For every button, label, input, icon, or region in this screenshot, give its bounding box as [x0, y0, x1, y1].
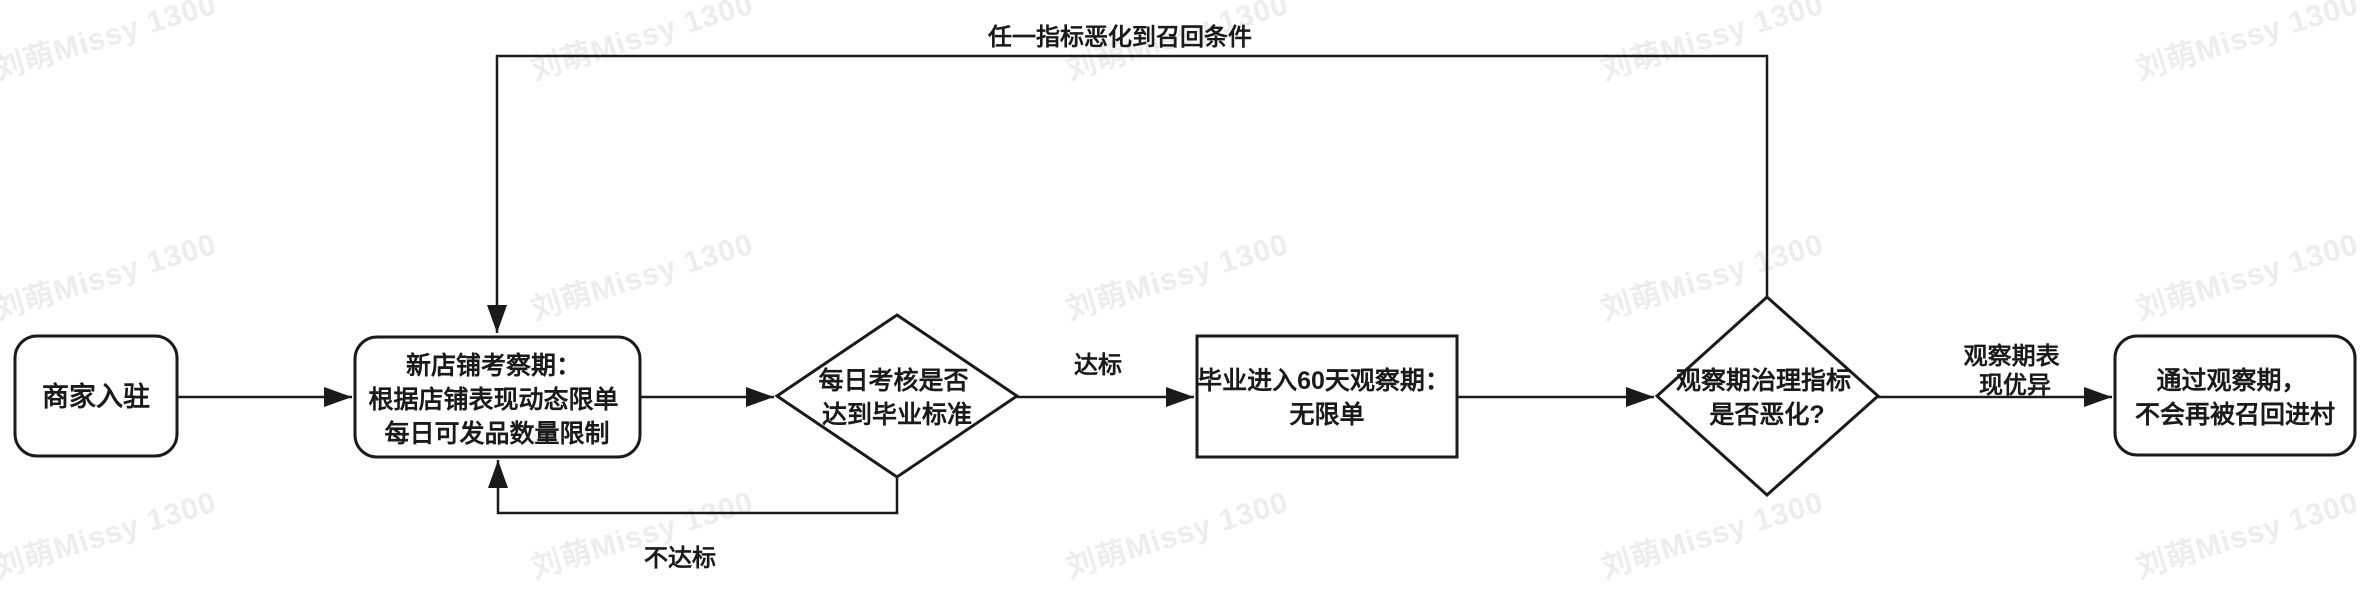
- node-merchant-onboarding: 商家入驻: [13, 334, 179, 458]
- watermark-text: 刘萌Missy 1300: [1062, 228, 1292, 327]
- node-new-shop-probation-shape: [353, 335, 642, 459]
- watermark-text: 刘萌Missy 1300: [0, 228, 220, 327]
- node-merchant-onboarding-shape: [13, 334, 179, 458]
- node-label-line: 每日考核是否: [819, 366, 969, 395]
- node-graduation-observation-label: 毕业进入60天观察期： 无限单: [1197, 367, 1457, 429]
- node-new-shop-probation-label: 新店铺考察期： 根据店铺表现动态限单 每日可发品数量限制: [369, 351, 626, 448]
- edge-label-observation-excellent: 观察期表 现优异: [1964, 342, 2067, 399]
- edge-label-any-metric-deteriorates: 任一指标恶化到召回条件: [987, 23, 1252, 51]
- node-label-line: 观察期治理指标: [1676, 366, 1851, 395]
- watermark-text: 刘萌Missy 1300: [527, 228, 757, 327]
- watermark-text: 刘萌Missy 1300: [1597, 0, 1827, 87]
- node-daily-assessment-label: 每日考核是否 达到毕业标准: [819, 366, 976, 429]
- watermark-text: 刘萌Missy 1300: [2132, 486, 2362, 585]
- node-label-line: 是否恶化?: [1709, 401, 1824, 429]
- node-label-line: 无限单: [1289, 401, 1364, 429]
- node-graduation-observation: 毕业进入60天观察期： 无限单: [1195, 334, 1459, 459]
- watermark-text: 刘萌Missy 1300: [1062, 486, 1292, 585]
- node-pass-observation: 通过观察期， 不会再被召回进村: [2113, 334, 2357, 457]
- node-label-line: 商家入驻: [42, 381, 150, 412]
- node-pass-observation-shape: [2113, 334, 2357, 457]
- watermark-text: 刘萌Missy 1300: [2132, 0, 2362, 87]
- edge-label-meets-standard: 达标: [1074, 352, 1122, 379]
- node-label-line: 达到毕业标准: [822, 401, 972, 429]
- watermark-text: 刘萌Missy 1300: [0, 0, 220, 87]
- node-label-line: 新店铺考察期：: [406, 351, 581, 380]
- edge-line: [487, 54, 1769, 333]
- edge-assessment-to-graduation: 达标: [1017, 352, 1194, 407]
- node-merchant-onboarding-label: 商家入驻: [42, 381, 150, 412]
- edge-label-not-meets-standard: 不达标: [644, 545, 716, 572]
- node-label-line: 根据店铺表现动态限单: [369, 386, 619, 414]
- node-observation-deterioration-label: 观察期治理指标 是否恶化?: [1676, 366, 1858, 429]
- node-daily-assessment: 每日考核是否 达到毕业标准: [774, 313, 1020, 479]
- node-daily-assessment-shape: [774, 313, 1020, 479]
- edge-label-line: 观察期表: [1964, 342, 2061, 370]
- edge-deterioration-to-pass: 观察期表 现优异: [1878, 342, 2112, 407]
- watermark-layer: 刘萌Missy 1300 刘萌Missy 1300 刘萌Missy 1300 刘…: [0, 0, 2362, 585]
- node-label-line: 通过观察期，: [2157, 367, 2307, 395]
- node-observation-deterioration: 观察期治理指标 是否恶化?: [1654, 294, 1881, 498]
- edge-line: [488, 460, 899, 515]
- node-pass-observation-label: 通过观察期， 不会再被召回进村: [2135, 367, 2335, 429]
- edge-recall-loop: 任一指标恶化到召回条件: [487, 23, 1769, 333]
- watermark-text: 刘萌Missy 1300: [1597, 228, 1827, 327]
- node-new-shop-probation: 新店铺考察期： 根据店铺表现动态限单 每日可发品数量限制: [353, 335, 642, 459]
- node-label-line: 毕业进入60天观察期：: [1197, 367, 1450, 395]
- watermark-text: 刘萌Missy 1300: [527, 486, 757, 585]
- node-graduation-observation-shape: [1195, 334, 1459, 459]
- node-label-line: 每日可发品数量限制: [384, 419, 609, 448]
- edge-label-line: 现优异: [1979, 371, 2051, 399]
- node-observation-deterioration-shape: [1654, 294, 1881, 498]
- watermark-text: 刘萌Missy 1300: [0, 486, 220, 585]
- watermark-text: 刘萌Missy 1300: [1597, 486, 1827, 585]
- watermark-text: 刘萌Missy 1300: [2132, 228, 2362, 327]
- edge-fail-loop: 不达标: [488, 460, 899, 572]
- watermark-text: 刘萌Missy 1300: [527, 0, 757, 87]
- node-label-line: 不会再被召回进村: [2135, 401, 2335, 429]
